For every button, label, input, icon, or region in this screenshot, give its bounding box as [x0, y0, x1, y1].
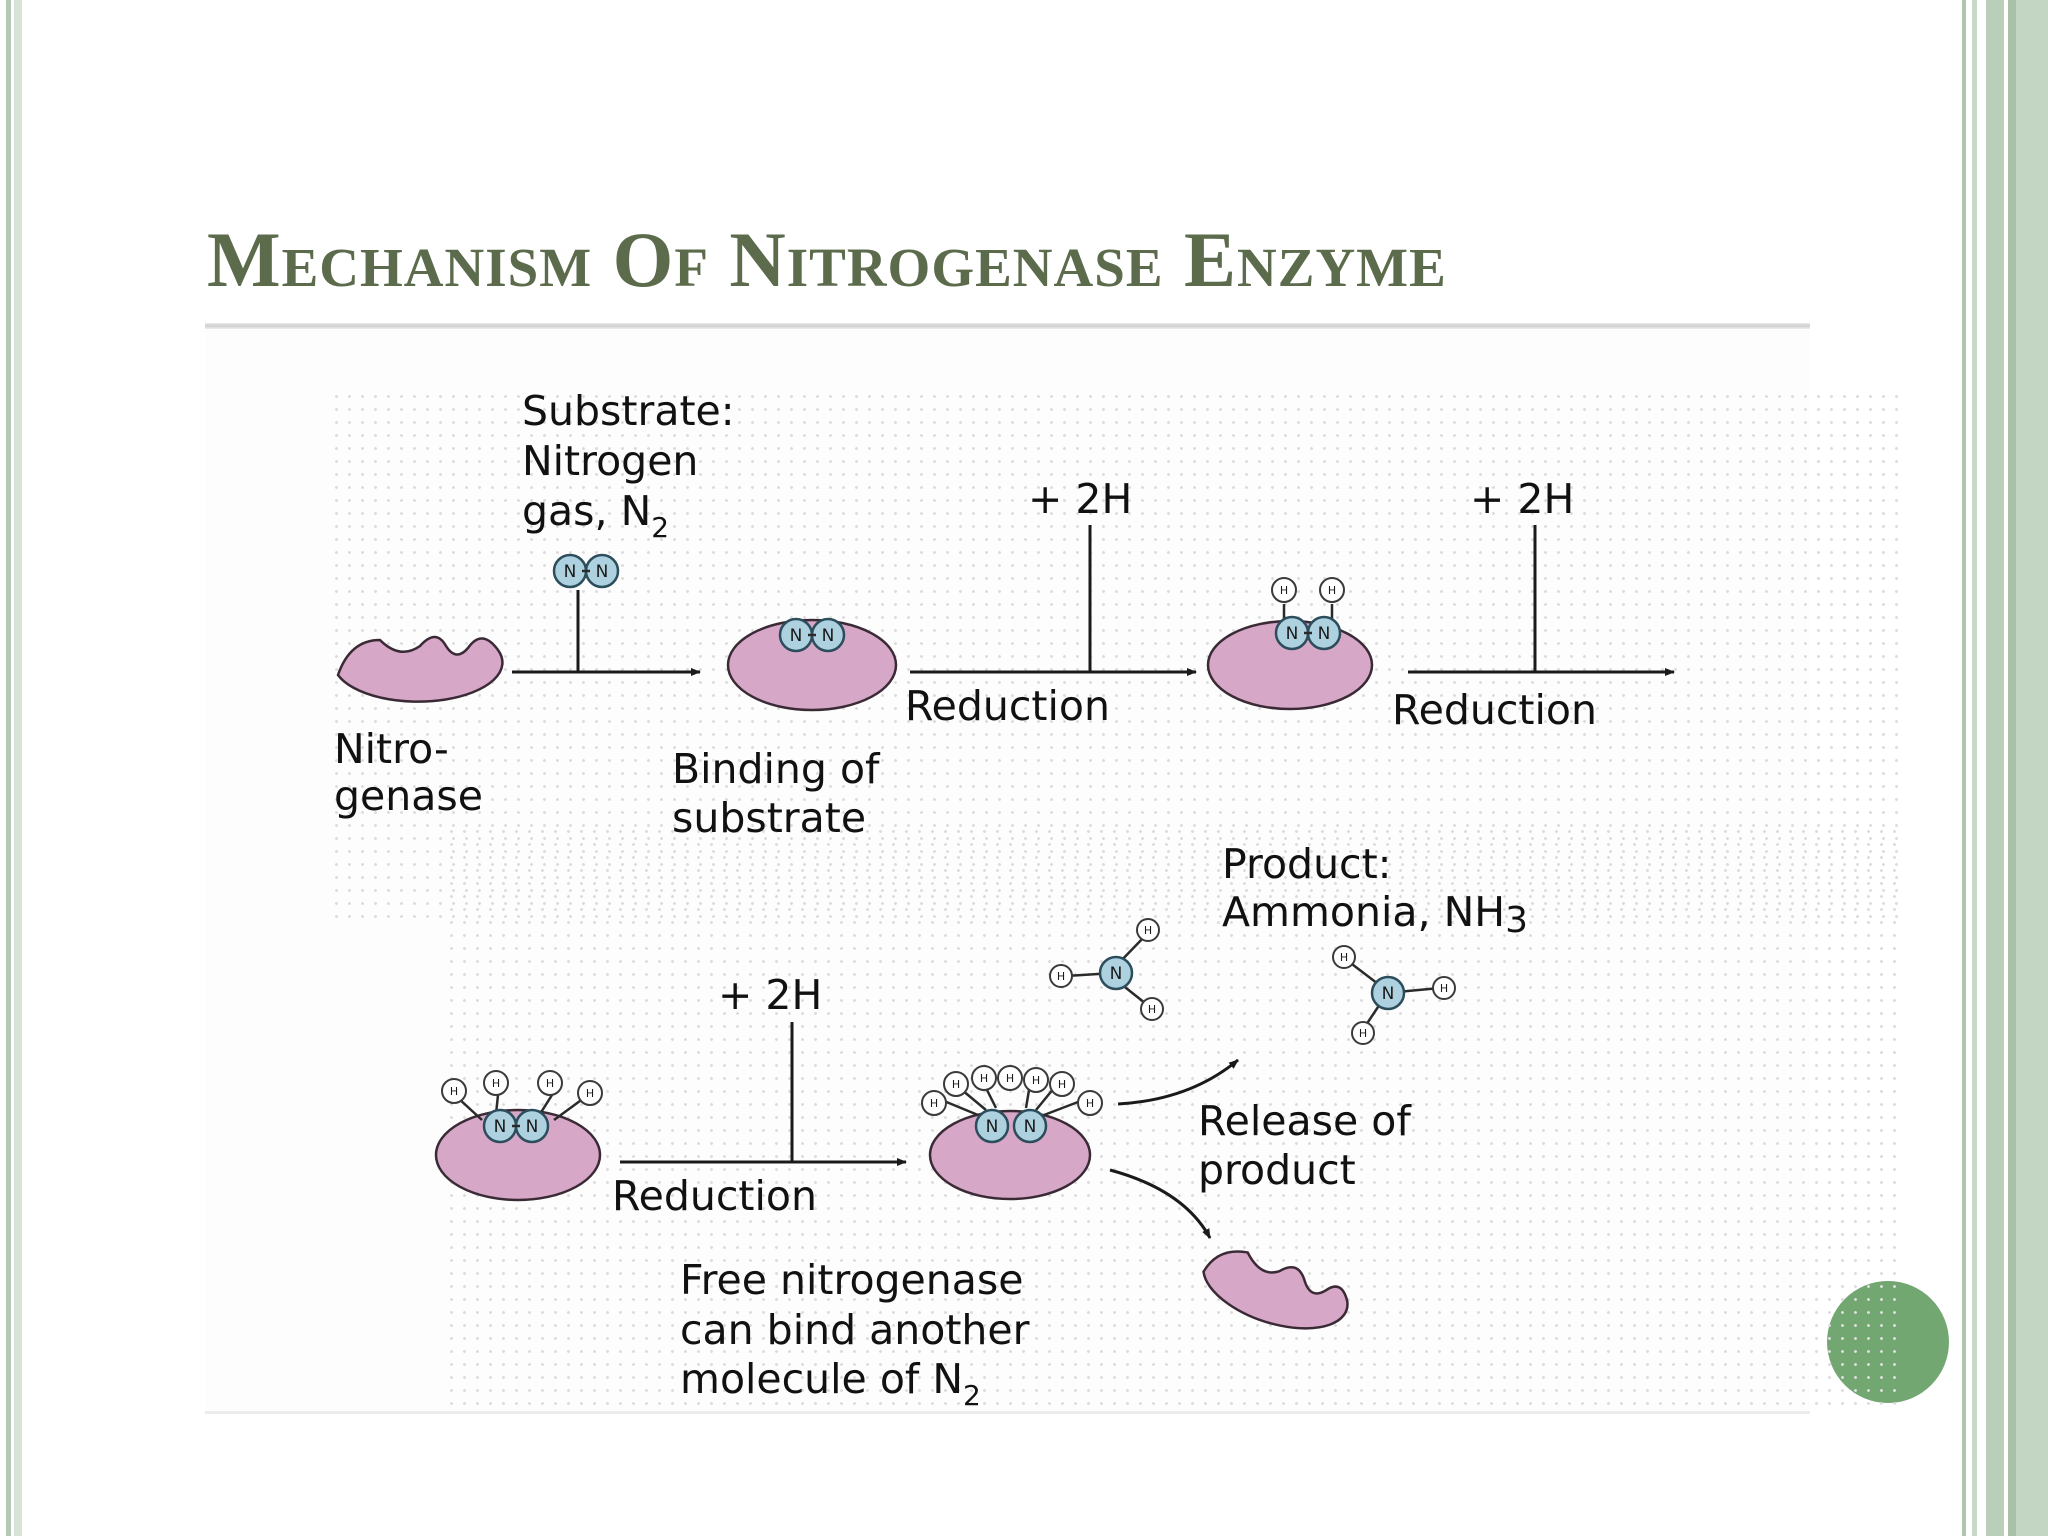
- nitrogenase-enzyme: [336, 635, 504, 703]
- reduction-label: Reduction: [1392, 686, 1597, 734]
- enzyme-hydrazine-complex: H H H H N N: [434, 1070, 603, 1202]
- slide-border-right: [1956, 0, 2048, 1536]
- ammonia-molecule: H H H N: [1332, 945, 1456, 1045]
- atom-h: H: [586, 1087, 594, 1100]
- atom-h: H: [1144, 924, 1152, 937]
- plus-2h-label: + 2H: [718, 971, 822, 1019]
- atom-h: H: [1058, 1078, 1066, 1091]
- atom-n: N: [986, 1117, 999, 1137]
- enzyme-diazene-complex: H H N N: [1206, 577, 1374, 711]
- release-arrow: [1117, 1058, 1239, 1106]
- nitrogenase-label-line2: genase: [334, 772, 483, 820]
- atom-n: N: [1318, 624, 1331, 644]
- atom-n: N: [822, 626, 835, 646]
- enzyme-ammonia-complex: H H H H H H H N N: [921, 1065, 1103, 1201]
- free-label-line2: can bind another: [680, 1306, 1030, 1354]
- product-label: Product: Ammonia, NH3: [1222, 840, 1528, 941]
- atom-n: N: [596, 562, 609, 582]
- free-nitrogenase-enzyme: [1202, 1250, 1349, 1330]
- figure-dotted-background-lower: [445, 825, 1900, 1405]
- plus-2h-label: + 2H: [1028, 475, 1132, 523]
- diagram-figure: [205, 330, 1900, 1410]
- atom-h: H: [1032, 1074, 1040, 1087]
- substrate-label-line1: Substrate:: [522, 387, 735, 435]
- product-label-line1: Product:: [1222, 840, 1392, 888]
- atom-h: H: [1006, 1072, 1014, 1085]
- binding-label-line2: substrate: [672, 794, 866, 842]
- atom-h: H: [952, 1078, 960, 1091]
- atom-h: H: [1086, 1097, 1094, 1110]
- atom-n: N: [790, 626, 803, 646]
- atom-h: H: [1148, 1003, 1156, 1016]
- atom-n: N: [494, 1117, 507, 1137]
- n2-molecule: N N: [552, 553, 620, 589]
- atom-h: H: [546, 1077, 554, 1090]
- atom-h: H: [1440, 982, 1448, 995]
- atom-h: H: [450, 1085, 458, 1098]
- svg-text:molecule of N2: molecule of N2: [680, 1355, 981, 1412]
- slide-border-left: [0, 0, 22, 1536]
- atom-h: H: [1340, 951, 1348, 964]
- substrate-label-line3: gas, N: [522, 487, 651, 535]
- atom-h: H: [1280, 584, 1288, 597]
- substrate-subscript: 2: [651, 511, 669, 544]
- atom-h: H: [1359, 1027, 1367, 1040]
- atom-n: N: [1382, 984, 1395, 1004]
- atom-n: N: [1110, 964, 1123, 984]
- svg-text:Ammonia, NH3: Ammonia, NH3: [1222, 888, 1528, 941]
- atom-n: N: [526, 1117, 539, 1137]
- atom-h: H: [1057, 970, 1065, 983]
- product-subscript: 3: [1505, 900, 1528, 941]
- bottom-rule: [205, 1411, 1810, 1414]
- atom-h: H: [980, 1072, 988, 1085]
- slide-title: Mechanism Of Nitrogenase Enzyme: [207, 216, 1447, 303]
- nitrogenase-label-line1: Nitro-: [334, 725, 449, 773]
- free-subscript: 2: [963, 1379, 981, 1412]
- reduction-label: Reduction: [905, 682, 1110, 730]
- free-nitrogenase-label: Free nitrogenase can bind another molecu…: [680, 1256, 1030, 1412]
- reduction-label: Reduction: [612, 1172, 817, 1220]
- plus-2h-label: + 2H: [1470, 475, 1574, 523]
- svg-text:gas, N2: gas, N2: [522, 487, 669, 544]
- substrate-label-line2: Nitrogen: [522, 437, 698, 485]
- binding-label-line1: Binding of: [672, 745, 881, 793]
- atom-h: H: [930, 1097, 938, 1110]
- product-label-line2: Ammonia, NH: [1222, 888, 1505, 936]
- title-underline: [205, 323, 1810, 329]
- enzyme-return-arrow: [1109, 1168, 1212, 1239]
- atom-h: H: [1328, 584, 1336, 597]
- enzyme-substrate-complex: N N: [726, 617, 898, 712]
- release-label-line1: Release of: [1198, 1097, 1412, 1145]
- release-label: Release of product: [1198, 1097, 1412, 1194]
- atom-h: H: [492, 1077, 500, 1090]
- binding-label: Binding of substrate: [672, 745, 881, 842]
- atom-n: N: [1286, 624, 1299, 644]
- atom-n: N: [1024, 1117, 1037, 1137]
- release-label-line2: product: [1198, 1146, 1356, 1194]
- free-label-line1: Free nitrogenase: [680, 1256, 1023, 1304]
- free-label-line3: molecule of N: [680, 1355, 963, 1403]
- ammonia-molecule: H H H N: [1049, 918, 1164, 1021]
- atom-n: N: [564, 562, 577, 582]
- substrate-label: Substrate: Nitrogen gas, N2: [522, 387, 735, 544]
- nitrogenase-label: Nitro- genase: [334, 725, 483, 820]
